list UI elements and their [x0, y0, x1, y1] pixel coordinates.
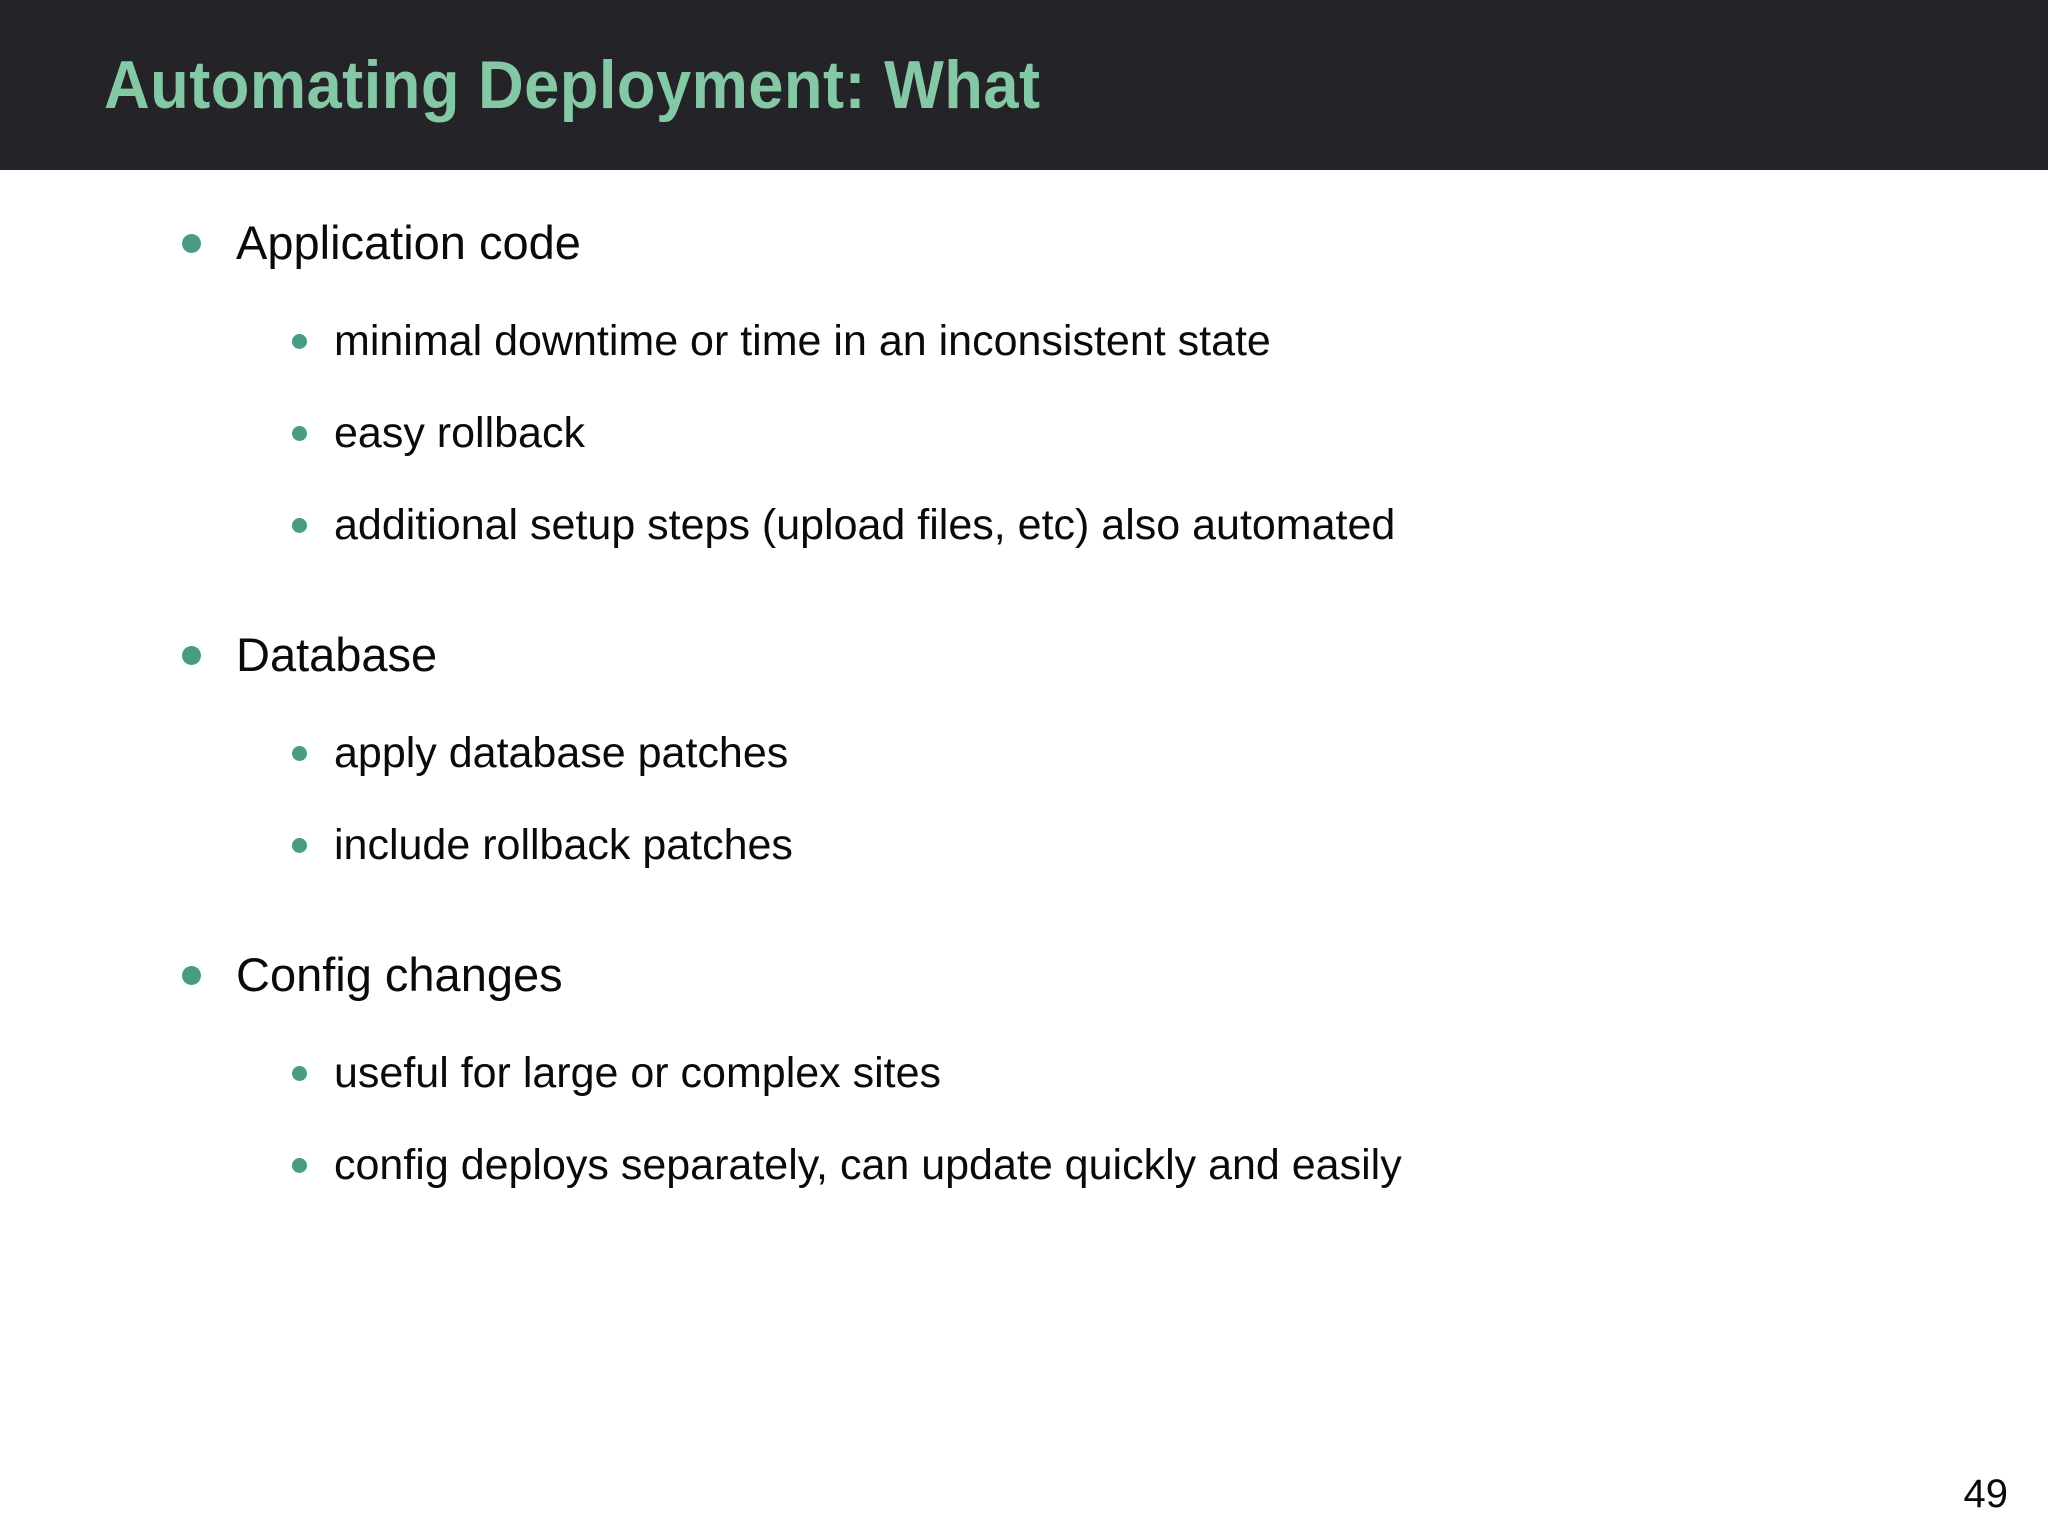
- sub-bullet-dot-icon: [292, 838, 307, 853]
- outline-heading-database: Database: [176, 626, 2048, 684]
- outline-subitem-label: apply database patches: [334, 729, 789, 777]
- outline-subitem-label: useful for large or complex sites: [334, 1049, 942, 1097]
- outline-sublist: useful for large or complex sites config…: [0, 1004, 2048, 1192]
- sub-bullet-dot-icon: [292, 334, 307, 349]
- outline-subitem: apply database patches: [288, 726, 2048, 780]
- outline-group: Config changes useful for large or compl…: [0, 872, 2048, 1192]
- outline-subitem: include rollback patches: [288, 818, 2048, 872]
- outline-group: Database apply database patches include …: [0, 552, 2048, 872]
- bullet-dot-icon: [182, 646, 201, 665]
- sub-bullet-dot-icon: [292, 1158, 307, 1173]
- outline-sublist: minimal downtime or time in an inconsist…: [0, 272, 2048, 552]
- outline-subitem-label: additional setup steps (upload files, et…: [334, 501, 1396, 549]
- bullet-dot-icon: [182, 966, 201, 985]
- outline-subitem: useful for large or complex sites: [288, 1046, 2048, 1100]
- outline-subitem: minimal downtime or time in an inconsist…: [288, 314, 2048, 368]
- outline-subitem-label: config deploys separately, can update qu…: [334, 1141, 1402, 1189]
- outline-heading-label: Database: [236, 628, 438, 681]
- outline-subitem: additional setup steps (upload files, et…: [288, 498, 2048, 552]
- slide-page-number: 49: [1963, 1472, 2009, 1516]
- slide-title: Automating Deployment: What: [104, 47, 1041, 123]
- sub-bullet-dot-icon: [292, 1066, 307, 1081]
- outline-subitem-label: minimal downtime or time in an inconsist…: [334, 317, 1271, 365]
- outline-heading-label: Application code: [236, 216, 581, 269]
- outline-subitem-label: include rollback patches: [334, 821, 793, 869]
- sub-bullet-dot-icon: [292, 518, 307, 533]
- outline-sublist: apply database patches include rollback …: [0, 684, 2048, 872]
- sub-bullet-dot-icon: [292, 426, 307, 441]
- outline-list: Application code minimal downtime or tim…: [0, 170, 2048, 1192]
- outline-heading-config-changes: Config changes: [176, 946, 2048, 1004]
- sub-bullet-dot-icon: [292, 746, 307, 761]
- outline-heading-application-code: Application code: [176, 214, 2048, 272]
- bullet-dot-icon: [182, 234, 201, 253]
- outline-group: Application code minimal downtime or tim…: [0, 170, 2048, 552]
- outline-subitem: config deploys separately, can update qu…: [288, 1138, 2048, 1192]
- slide-title-bar: Automating Deployment: What: [0, 0, 2048, 170]
- outline-heading-label: Config changes: [236, 948, 563, 1001]
- outline-subitem: easy rollback: [288, 406, 2048, 460]
- slide-body: Application code minimal downtime or tim…: [0, 170, 2048, 1536]
- outline-subitem-label: easy rollback: [334, 409, 585, 457]
